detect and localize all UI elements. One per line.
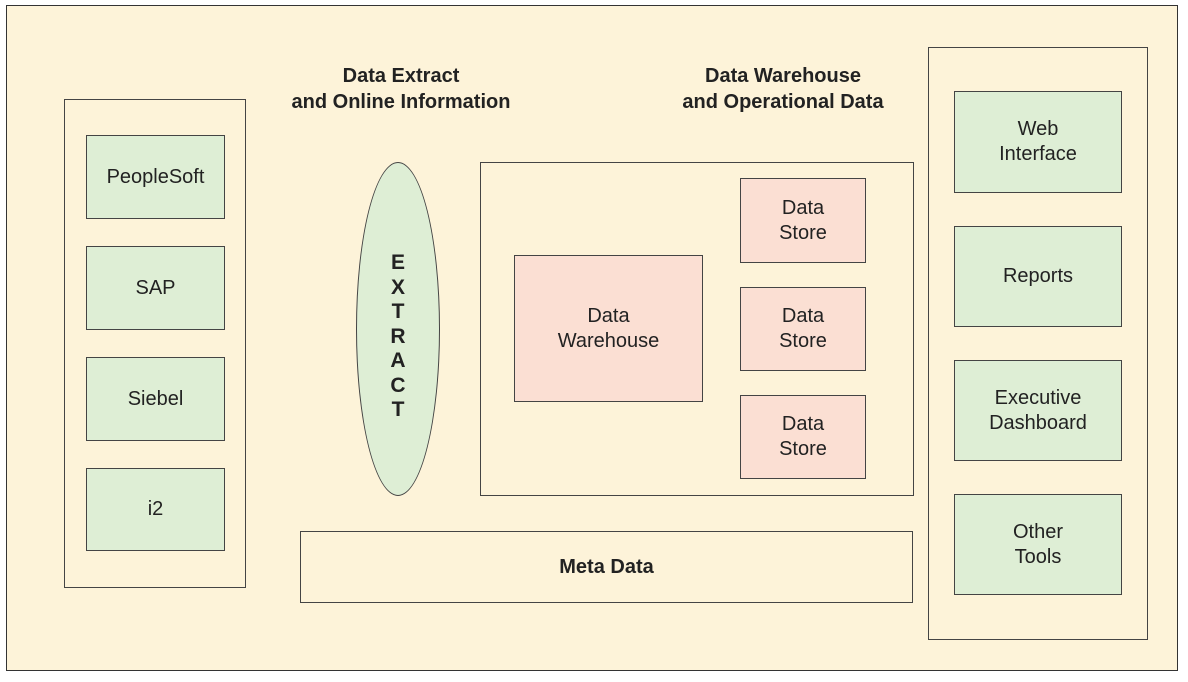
source-siebel: Siebel — [86, 357, 225, 441]
data-store-3: Data Store — [740, 395, 866, 479]
outputs-panel — [928, 47, 1148, 640]
source-i2: i2 — [86, 468, 225, 551]
output-executive-dashboard: Executive Dashboard — [954, 360, 1122, 461]
data-store-2: Data Store — [740, 287, 866, 371]
source-sap: SAP — [86, 246, 225, 330]
heading-data-extract: Data Extract and Online Information — [291, 65, 511, 113]
extract-letter: C — [390, 373, 406, 397]
heading-data-warehouse: Data Warehouse and Operational Data — [682, 65, 884, 113]
meta-data-box: Meta Data — [300, 531, 913, 603]
data-warehouse-box: Data Warehouse — [514, 255, 703, 402]
extract-letter: X — [390, 275, 405, 299]
extract-ellipse: E X T R A C T — [356, 162, 440, 496]
warehouse-panel — [480, 162, 914, 496]
source-peoplesoft: PeopleSoft — [86, 135, 225, 219]
extract-letter: T — [391, 398, 405, 421]
sources-panel — [64, 99, 246, 588]
output-web-interface: Web Interface — [954, 91, 1122, 193]
extract-letter: R — [390, 324, 406, 348]
extract-letter: E — [390, 251, 405, 274]
output-reports: Reports — [954, 226, 1122, 327]
extract-label: E X T R A C T — [357, 251, 439, 423]
output-other-tools: Other Tools — [954, 494, 1122, 595]
extract-letter: A — [390, 349, 406, 372]
data-store-1: Data Store — [740, 178, 866, 263]
extract-letter: T — [391, 300, 405, 323]
